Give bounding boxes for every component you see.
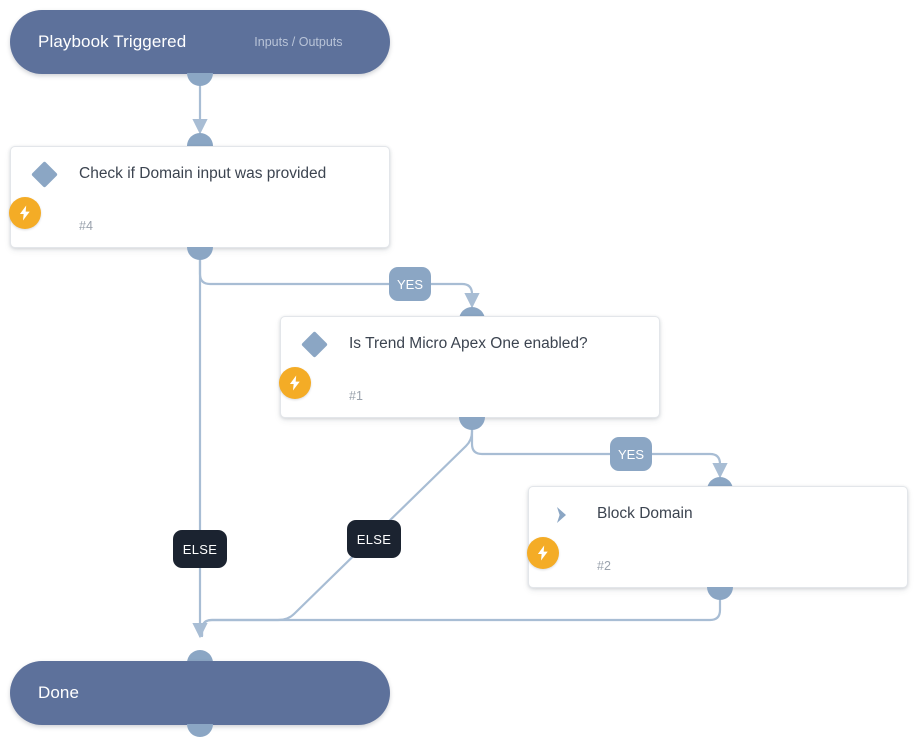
node-block-domain-ref: #2 <box>597 559 611 573</box>
edge-label-yes-check-domain[interactable]: YES <box>389 267 431 301</box>
node-check-domain-title: Check if Domain input was provided <box>79 165 327 182</box>
node-playbook-triggered-title: Playbook Triggered <box>38 32 187 51</box>
edge-label-else-check-domain[interactable]: ELSE <box>173 530 227 568</box>
edge-label-else-trend-micro[interactable]: ELSE <box>347 520 401 558</box>
node-check-domain-ref: #4 <box>79 219 93 233</box>
diamond-condition-icon <box>301 331 328 358</box>
node-check-domain[interactable]: Check if Domain input was provided #4 <box>9 146 390 248</box>
node-block-domain-title: Block Domain <box>597 505 693 522</box>
edge-trend-yes-to-block <box>470 420 728 479</box>
handle-out-check-domain[interactable] <box>187 247 213 260</box>
node-playbook-triggered-subtitle[interactable]: Inputs / Outputs <box>254 35 343 49</box>
handle-out-trend-micro[interactable] <box>459 417 485 430</box>
node-block-domain[interactable]: Block Domain #2 <box>527 486 908 588</box>
node-trend-micro[interactable]: Is Trend Micro Apex One enabled? #1 <box>279 316 660 418</box>
handle-in-check-domain[interactable] <box>187 133 213 146</box>
edge-block-to-done <box>200 590 722 638</box>
edge-label-yes-trend-micro[interactable]: YES <box>610 437 652 471</box>
node-trend-micro-ref: #1 <box>349 389 363 403</box>
node-done[interactable]: Done <box>10 661 390 725</box>
edge-trend-else-to-done <box>200 420 474 638</box>
lightning-bolt-icon <box>279 367 311 399</box>
node-done-title: Done <box>38 683 80 702</box>
node-playbook-triggered[interactable]: Playbook Triggered Inputs / Outputs <box>10 10 390 74</box>
handle-in-done[interactable] <box>187 650 213 663</box>
diamond-condition-icon <box>31 161 58 188</box>
handle-out-playbook-triggered[interactable] <box>187 73 213 86</box>
handle-out-block-domain[interactable] <box>707 587 733 600</box>
chevron-action-icon <box>551 503 575 527</box>
lightning-bolt-icon <box>9 197 41 229</box>
handle-out-done[interactable] <box>187 724 213 737</box>
edge-check-yes-to-trend <box>198 251 480 309</box>
node-trend-micro-title: Is Trend Micro Apex One enabled? <box>349 335 588 352</box>
lightning-bolt-icon <box>527 537 559 569</box>
